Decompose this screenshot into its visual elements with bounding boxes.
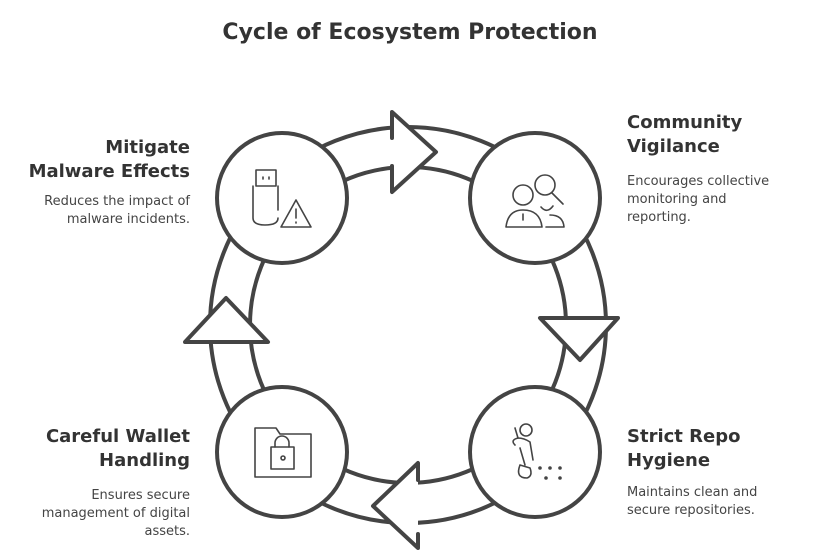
diagram-title: Cycle of Ecosystem Protection (222, 20, 598, 45)
arrow-right-down-head (538, 316, 620, 362)
desc-line: malware incidents. (66, 212, 190, 227)
desc-line: Ensures secure (91, 488, 190, 503)
node-heading-mitigate: Mitigate Malware Effects (29, 136, 190, 184)
heading-line: Strict Repo (627, 426, 741, 447)
arrow-left-up (183, 296, 270, 344)
desc-line: Maintains clean and (627, 485, 758, 500)
node-heading-wallet: Careful Wallet Handling (46, 425, 190, 473)
heading-line: Malware Effects (28, 161, 190, 182)
heading-line: Careful Wallet (45, 426, 190, 447)
heading-line: Mitigate (105, 137, 190, 158)
desc-line: Reduces the impact of (44, 194, 190, 209)
arrow-top-right (390, 110, 438, 194)
people-search-icon (505, 174, 565, 228)
heading-line: Vigilance (627, 136, 720, 157)
desc-line: reporting. (627, 210, 691, 225)
node-desc-mitigate: Reduces the impact of malware incidents. (44, 193, 190, 229)
node-heading-community: Community Vigilance (627, 111, 742, 159)
locked-folder-icon (254, 427, 312, 478)
node-desc-community: Encourages collective monitoring and rep… (627, 173, 769, 227)
heading-line: Hygiene (627, 450, 711, 471)
node-circle-wallet (215, 385, 349, 519)
desc-line: monitoring and (627, 192, 727, 207)
person-sweeping-icon (512, 423, 562, 480)
heading-line: Community (627, 112, 743, 133)
arrow-bottom-left (371, 461, 420, 550)
desc-line: assets. (144, 524, 190, 539)
desc-line: Encourages collective (627, 174, 770, 189)
node-circle-community (468, 131, 602, 265)
desc-line: management of digital (41, 506, 190, 521)
node-circle-repo (468, 385, 602, 519)
node-heading-repo: Strict Repo Hygiene (627, 425, 740, 473)
desc-line: secure repositories. (627, 503, 755, 518)
node-circle-mitigate (215, 131, 349, 265)
usb-warning-icon (252, 169, 312, 228)
heading-line: Handling (99, 450, 190, 471)
node-desc-wallet: Ensures secure management of digital ass… (42, 487, 190, 541)
node-desc-repo: Maintains clean and secure repositories. (627, 484, 757, 520)
